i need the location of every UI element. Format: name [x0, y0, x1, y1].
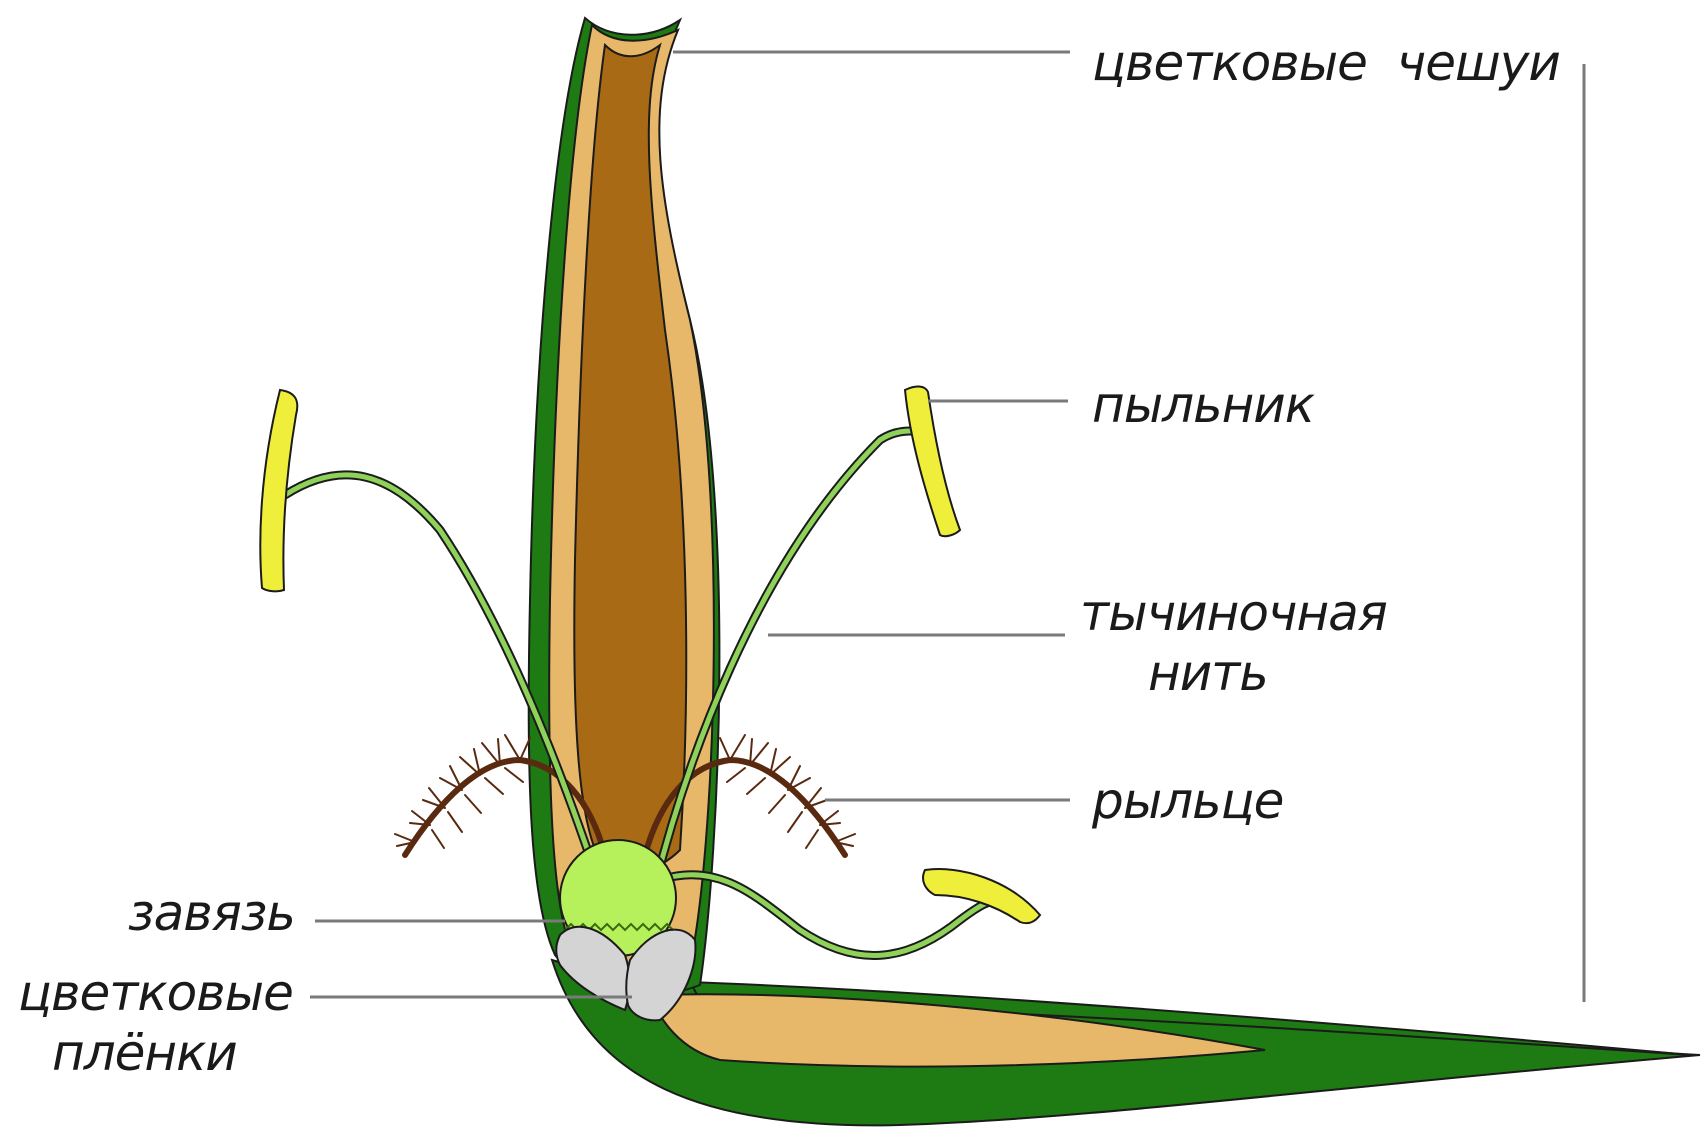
- label-filament-line1: тычиночная: [1080, 584, 1387, 642]
- label-ovary: завязь: [128, 884, 295, 942]
- anther-bottom: [923, 869, 1040, 923]
- label-lodicules-line2: плёнки: [52, 1024, 237, 1082]
- lower-flower-scale: [552, 960, 1700, 1125]
- label-filament-line2: нить: [1148, 644, 1268, 702]
- label-stigma: рыльце: [1091, 772, 1283, 830]
- label-anther: пыльник: [1092, 376, 1315, 434]
- stigma-left-hairs: [395, 735, 530, 848]
- label-lodicules-line1: цветковые: [18, 964, 293, 1022]
- label-flower-scales: цветковые чешуи: [1092, 34, 1560, 92]
- anther-right: [905, 386, 960, 536]
- stigma-right-hairs: [720, 735, 855, 848]
